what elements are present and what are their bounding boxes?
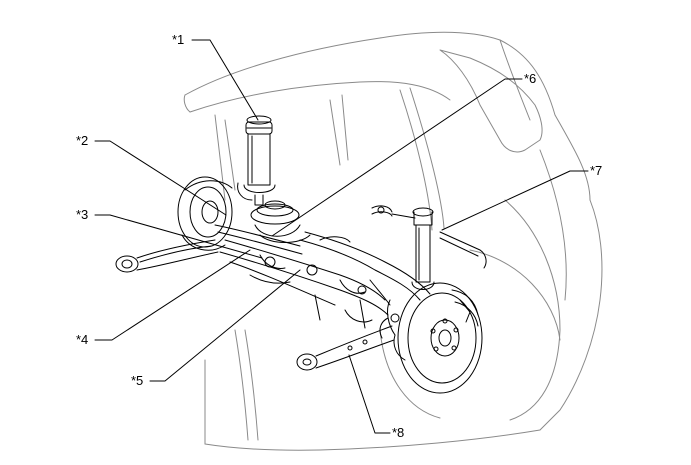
stabilizer-bar bbox=[371, 205, 487, 269]
leader-line-8 bbox=[348, 354, 391, 434]
leader-line-2 bbox=[94, 140, 227, 216]
rear-subframe bbox=[219, 231, 431, 329]
left-lower-arm bbox=[115, 239, 219, 273]
leader-line-1 bbox=[191, 39, 259, 121]
upper-control-arm bbox=[214, 224, 391, 306]
right-brake-disc bbox=[397, 282, 483, 394]
right-knuckle bbox=[379, 299, 406, 361]
callout-label-2: *2 bbox=[76, 133, 89, 148]
leader-line-5 bbox=[149, 269, 301, 382]
callout-label-7: *7 bbox=[590, 163, 603, 178]
left-shock-absorber bbox=[237, 115, 276, 206]
callout-label-3: *3 bbox=[76, 207, 89, 222]
right-lower-arm bbox=[296, 325, 395, 371]
right-shock-absorber bbox=[411, 207, 435, 290]
leader-line-6 bbox=[271, 78, 523, 237]
leader-line-7 bbox=[441, 170, 589, 231]
callout-label-8: *8 bbox=[392, 425, 405, 440]
leader-lines bbox=[94, 39, 589, 434]
callout-label-1: *1 bbox=[172, 32, 185, 47]
callout-label-6: *6 bbox=[524, 71, 537, 86]
callout-label-5: *5 bbox=[131, 373, 144, 388]
leader-line-3 bbox=[94, 214, 263, 259]
callout-label-4: *4 bbox=[76, 332, 89, 347]
leader-line-4 bbox=[94, 249, 251, 341]
vehicle-body-outline bbox=[183, 31, 603, 451]
coil-spring-seat bbox=[250, 200, 311, 243]
